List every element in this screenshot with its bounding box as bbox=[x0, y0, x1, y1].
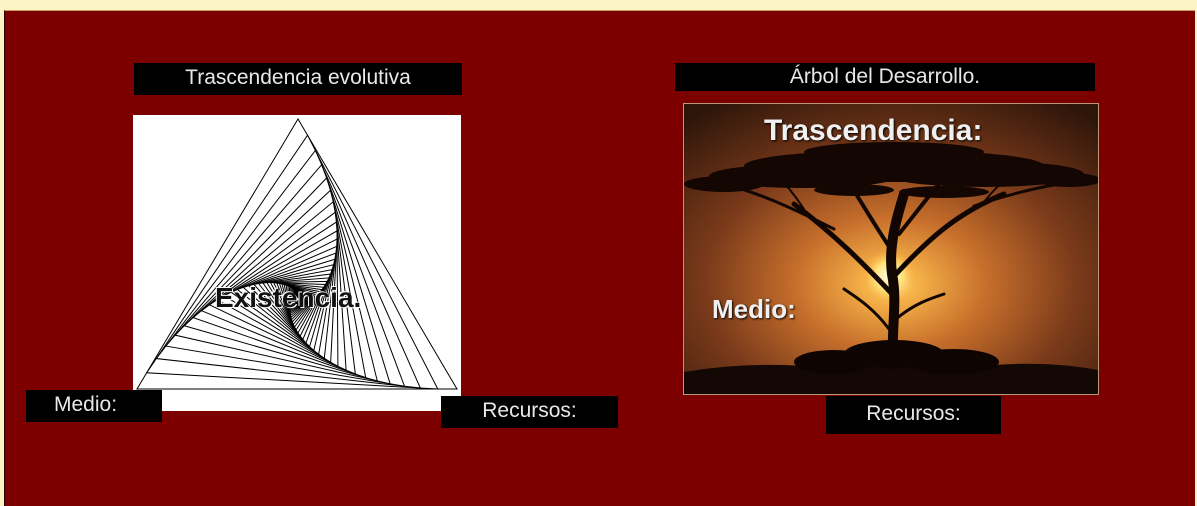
triangle-spiral-graphic bbox=[136, 118, 458, 390]
right-figure-title: Árbol del Desarrollo. bbox=[675, 63, 1095, 91]
trascendencia-label: Trascendencia: bbox=[764, 114, 983, 147]
left-medio-label: Medio: bbox=[26, 390, 162, 422]
right-medio-label: Medio: bbox=[712, 294, 796, 324]
acacia-tree-sunset-image: Trascendencia: Medio: bbox=[683, 103, 1099, 395]
triangle-spiral-figure bbox=[133, 115, 461, 411]
tree-sunset-graphic bbox=[684, 104, 1098, 394]
left-figure-title: Trascendencia evolutiva bbox=[134, 63, 462, 95]
left-recursos-label: Recursos: bbox=[441, 396, 618, 428]
right-recursos-label: Recursos: bbox=[826, 396, 1001, 434]
existencia-label: Existencia. bbox=[215, 282, 362, 313]
